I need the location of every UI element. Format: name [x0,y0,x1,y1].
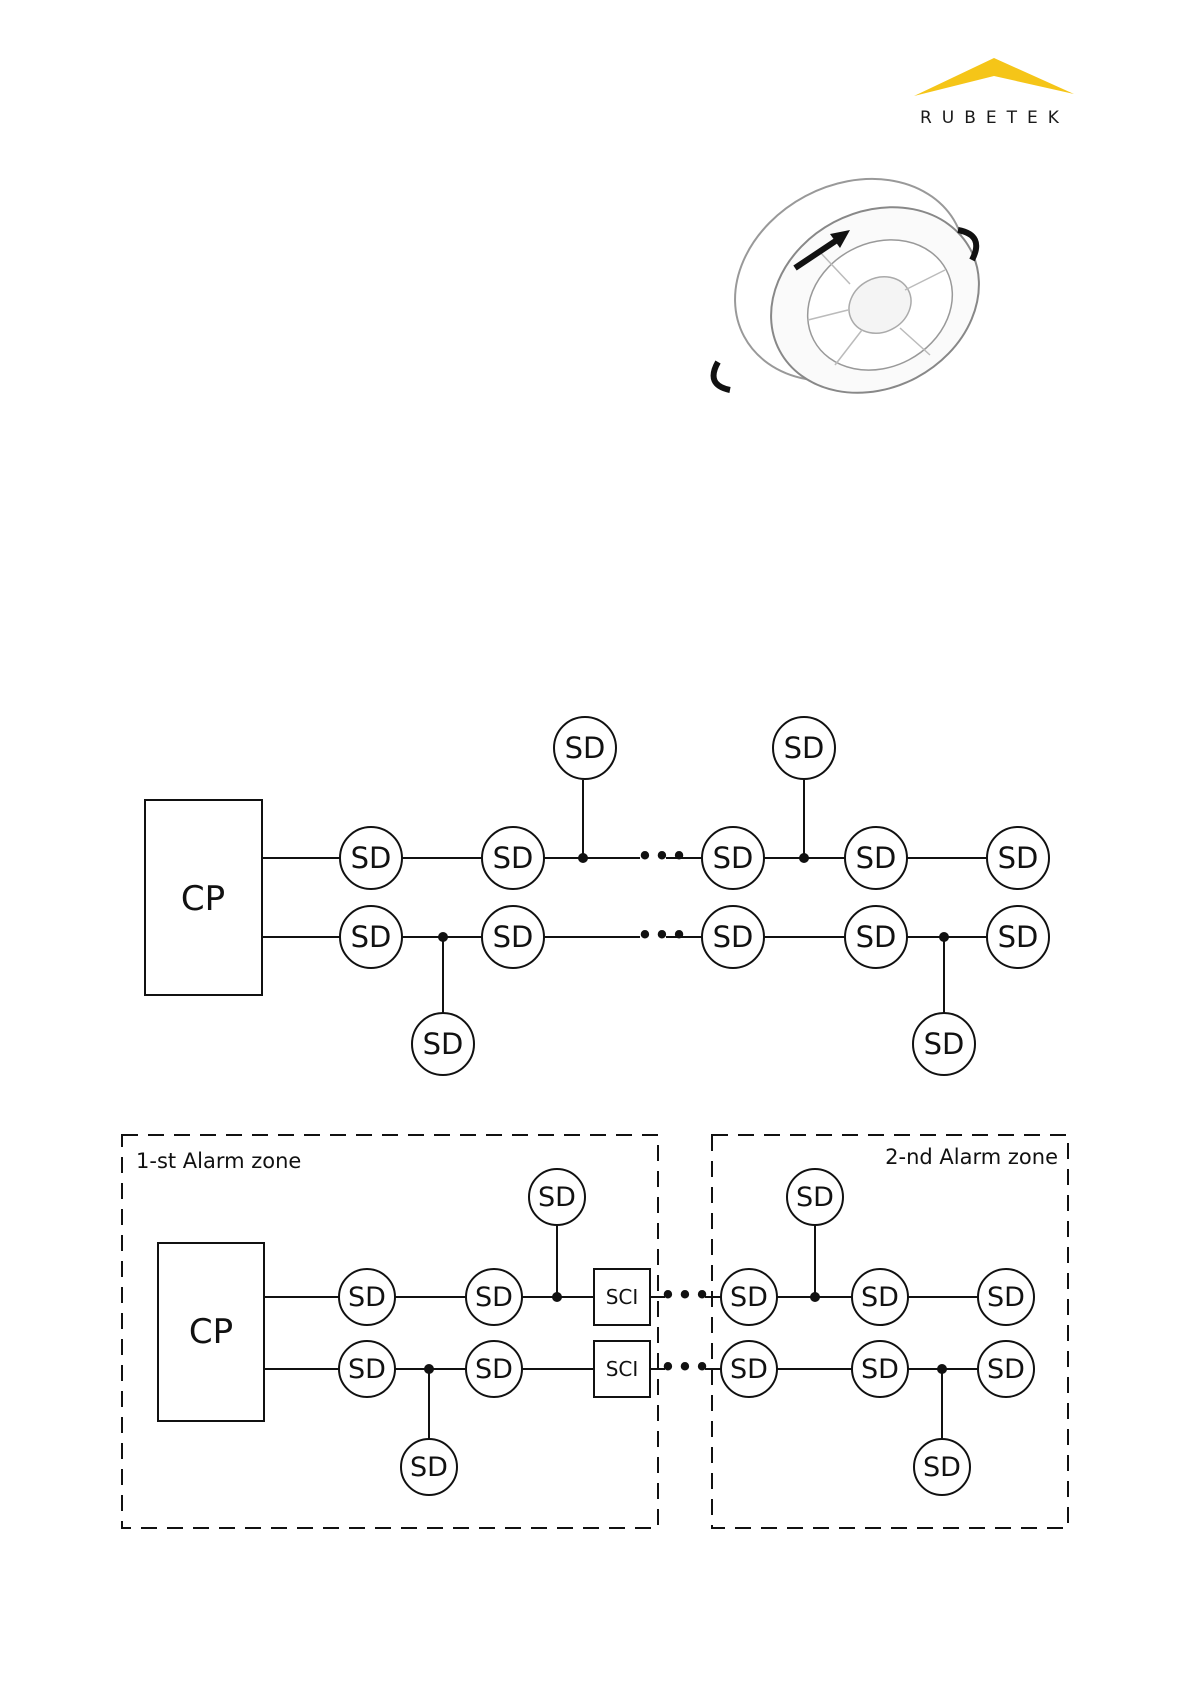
smoke-detector-label: SD [987,1282,1025,1313]
short-circuit-isolator-label: SCI [606,1357,639,1381]
ellipsis-marker: ••• [659,1278,710,1312]
ellipsis-marker: ••• [636,918,687,952]
ellipsis-marker: ••• [659,1350,710,1384]
brand-name: RUBETEK [920,108,1080,128]
smoke-detector-label: SD [924,1027,965,1061]
smoke-detector-label: SD [538,1182,576,1213]
curved-arrow-icon [714,362,730,390]
smoke-detector-label: SD [475,1354,513,1385]
smoke-detector-label: SD [784,731,825,765]
control-panel-label: CP [181,879,225,919]
smoke-detector-label: SD [998,920,1039,954]
alarm-zone-2-label: 2-nd Alarm zone [885,1145,1058,1169]
smoke-detector-label: SD [730,1282,768,1313]
alarm-zone-1-label: 1-st Alarm zone [136,1149,301,1173]
smoke-detector-label: SD [713,841,754,875]
smoke-detector-label: SD [410,1452,448,1483]
smoke-detector-label: SD [713,920,754,954]
smoke-detector-label: SD [856,841,897,875]
smoke-detector-label: SD [423,1027,464,1061]
smoke-detector-illustration [700,150,1000,410]
smoke-detector-label: SD [348,1354,386,1385]
smoke-detector-label: SD [987,1354,1025,1385]
smoke-detector-label: SD [998,841,1039,875]
smoke-detector-label: SD [348,1282,386,1313]
smoke-detector-label: SD [861,1282,899,1313]
smoke-detector-label: SD [351,841,392,875]
ellipsis-marker: ••• [636,839,687,873]
alarm-zone-2-frame [712,1135,1068,1528]
roof-icon [914,56,1074,106]
wiring-diagram-zones: 1-st Alarm zone 2-nd Alarm zone CP SCI S… [0,1125,1192,1555]
smoke-detector-label: SD [351,920,392,954]
smoke-detector-label: SD [565,731,606,765]
smoke-detector-label: SD [730,1354,768,1385]
smoke-detector-label: SD [861,1354,899,1385]
rubetek-logo: RUBETEK [914,56,1074,136]
smoke-detector-label: SD [493,841,534,875]
control-panel-label: CP [189,1312,233,1352]
smoke-detector-label: SD [493,920,534,954]
smoke-detector-label: SD [923,1452,961,1483]
wiring-diagram-ring: CP ••• ••• SD SD SD SD SD SD SD SD SD SD… [0,700,1192,1100]
smoke-detector-label: SD [856,920,897,954]
short-circuit-isolator-label: SCI [606,1285,639,1309]
smoke-detector-label: SD [796,1182,834,1213]
smoke-detector-label: SD [475,1282,513,1313]
